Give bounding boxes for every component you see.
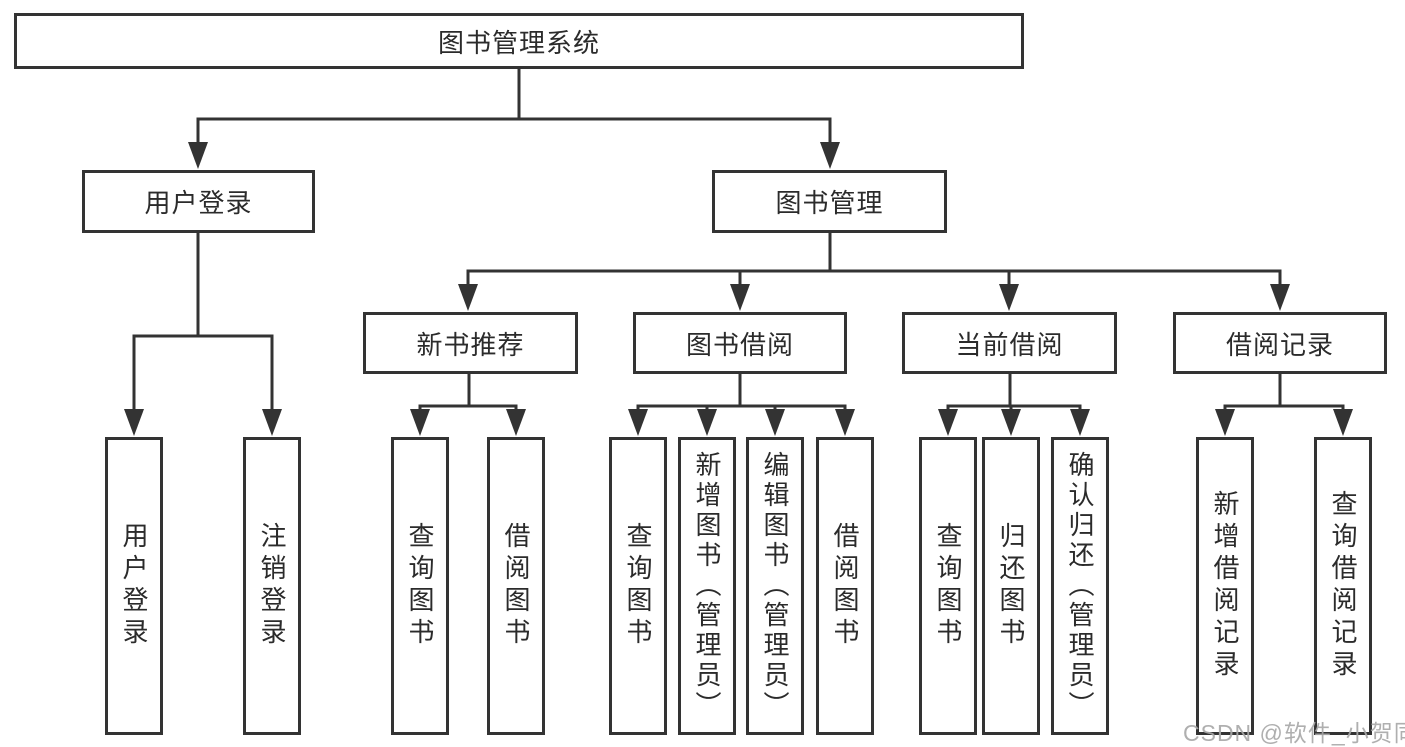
arrow-down-icon — [999, 284, 1019, 311]
arrow-down-icon — [820, 142, 840, 169]
node-label: 查询借阅记录 — [1328, 490, 1358, 682]
node-user-login-branch: 用户登录 — [82, 170, 315, 233]
arrow-down-icon — [458, 284, 478, 311]
node-confirm-return-admin: 确认归还（管理员） — [1051, 437, 1109, 735]
node-label: 新增借阅记录 — [1210, 490, 1240, 682]
node-label: 用户登录 — [144, 188, 253, 218]
node-query-books-2: 查询图书 — [609, 437, 667, 735]
node-book-management: 图书管理 — [712, 170, 947, 233]
node-label: 新书推荐 — [416, 329, 525, 360]
node-label: 图书管理系统 — [437, 27, 600, 58]
arrow-down-icon — [938, 409, 958, 436]
node-book-borrowing: 图书借阅 — [633, 312, 847, 374]
node-label: 用户登录 — [119, 522, 149, 650]
node-label: 当前借阅 — [955, 329, 1064, 360]
arrow-down-icon — [1001, 409, 1021, 436]
node-label: 图书管理 — [775, 188, 884, 218]
arrow-down-icon — [506, 409, 526, 436]
node-edit-book-admin: 编辑图书（管理员） — [746, 437, 804, 735]
node-label: 编辑图书（管理员） — [760, 451, 790, 721]
arrow-down-icon — [1333, 409, 1353, 436]
node-new-book-recommendation: 新书推荐 — [363, 312, 578, 374]
node-current-borrowing: 当前借阅 — [902, 312, 1117, 374]
arrow-down-icon — [124, 409, 144, 436]
node-library-management-system: 图书管理系统 — [14, 13, 1024, 69]
arrow-down-icon — [1270, 284, 1290, 311]
node-user-login-leaf: 用户登录 — [105, 437, 163, 735]
node-logout-leaf: 注销登录 — [243, 437, 301, 735]
node-borrow-books-2: 借阅图书 — [816, 437, 874, 735]
node-label: 借阅图书 — [501, 522, 531, 650]
node-borrow-books-1: 借阅图书 — [487, 437, 545, 735]
node-label: 借阅记录 — [1225, 329, 1334, 360]
connector-borrowing-to-leaves — [636, 374, 847, 430]
connector-userlogin-to-leaves — [132, 232, 274, 430]
node-label: 注销登录 — [257, 522, 287, 650]
node-query-books-3: 查询图书 — [919, 437, 977, 735]
node-query-borrow-record: 查询借阅记录 — [1314, 437, 1372, 735]
arrow-down-icon — [730, 284, 750, 311]
node-add-book-admin: 新增图书（管理员） — [678, 437, 736, 735]
node-label: 借阅图书 — [830, 522, 860, 650]
arrow-down-icon — [835, 409, 855, 436]
connector-bookmgmt-to-level3 — [466, 232, 1282, 305]
arrow-down-icon — [262, 409, 282, 436]
arrow-down-icon — [1070, 409, 1090, 436]
node-return-book: 归还图书 — [982, 437, 1040, 735]
arrow-down-icon — [628, 409, 648, 436]
connector-records-to-leaves — [1223, 374, 1345, 430]
arrowhead-icons — [124, 142, 1353, 436]
node-label: 图书借阅 — [685, 329, 794, 360]
arrow-down-icon — [188, 142, 208, 169]
node-label: 查询图书 — [405, 522, 435, 650]
arrow-down-icon — [697, 409, 717, 436]
node-borrowing-records: 借阅记录 — [1173, 312, 1387, 374]
connector-root-to-level2 — [196, 69, 832, 163]
node-add-borrow-record: 新增借阅记录 — [1196, 437, 1254, 735]
connector-newbook-to-leaves — [418, 374, 518, 430]
node-query-books-1: 查询图书 — [391, 437, 449, 735]
node-label: 查询图书 — [933, 522, 963, 650]
node-label: 确认归还（管理员） — [1065, 451, 1095, 721]
arrow-down-icon — [765, 409, 785, 436]
node-label: 查询图书 — [623, 522, 653, 650]
node-label: 新增图书（管理员） — [692, 451, 722, 721]
arrow-down-icon — [1215, 409, 1235, 436]
arrow-down-icon — [410, 409, 430, 436]
node-label: 归还图书 — [996, 522, 1026, 650]
